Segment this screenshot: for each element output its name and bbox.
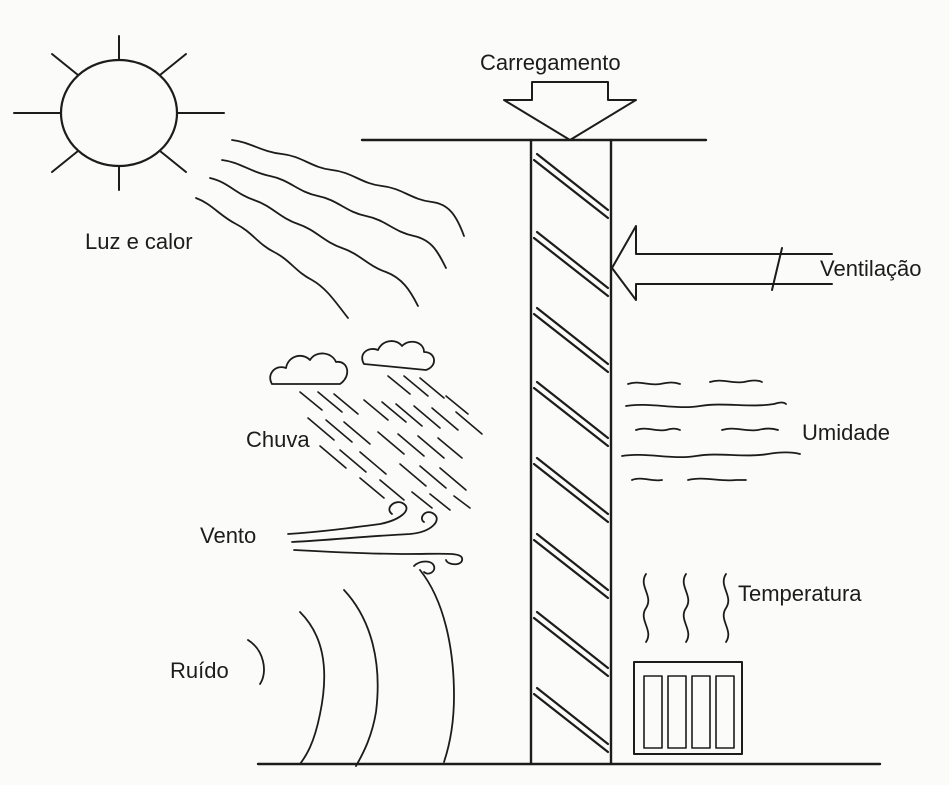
load-arrow-icon [503, 81, 637, 141]
luz-e-calor-label: Luz e calor [85, 229, 193, 254]
vento-label: Vento [200, 523, 256, 548]
wind-gust-icon [287, 501, 463, 575]
umidade-label: Umidade [802, 420, 890, 445]
wall-hatching [532, 152, 610, 754]
radiator-icon [633, 661, 743, 755]
wall-section [256, 138, 882, 766]
ventilacao-label: Ventilação [820, 256, 922, 281]
temperatura-label: Temperatura [738, 581, 862, 606]
sun-icon [13, 35, 225, 191]
rain-cloud-icon [269, 340, 483, 511]
ventilation-arrow-icon [611, 225, 833, 301]
light-heat-waves-icon [195, 139, 465, 319]
heat-waves-icon [642, 573, 730, 643]
humidity-waves-icon [621, 379, 801, 482]
chuva-label: Chuva [246, 427, 310, 452]
ruido-label: Ruído [170, 658, 229, 683]
sound-wave-icon [247, 569, 455, 767]
carregamento-label: Carregamento [480, 50, 621, 75]
